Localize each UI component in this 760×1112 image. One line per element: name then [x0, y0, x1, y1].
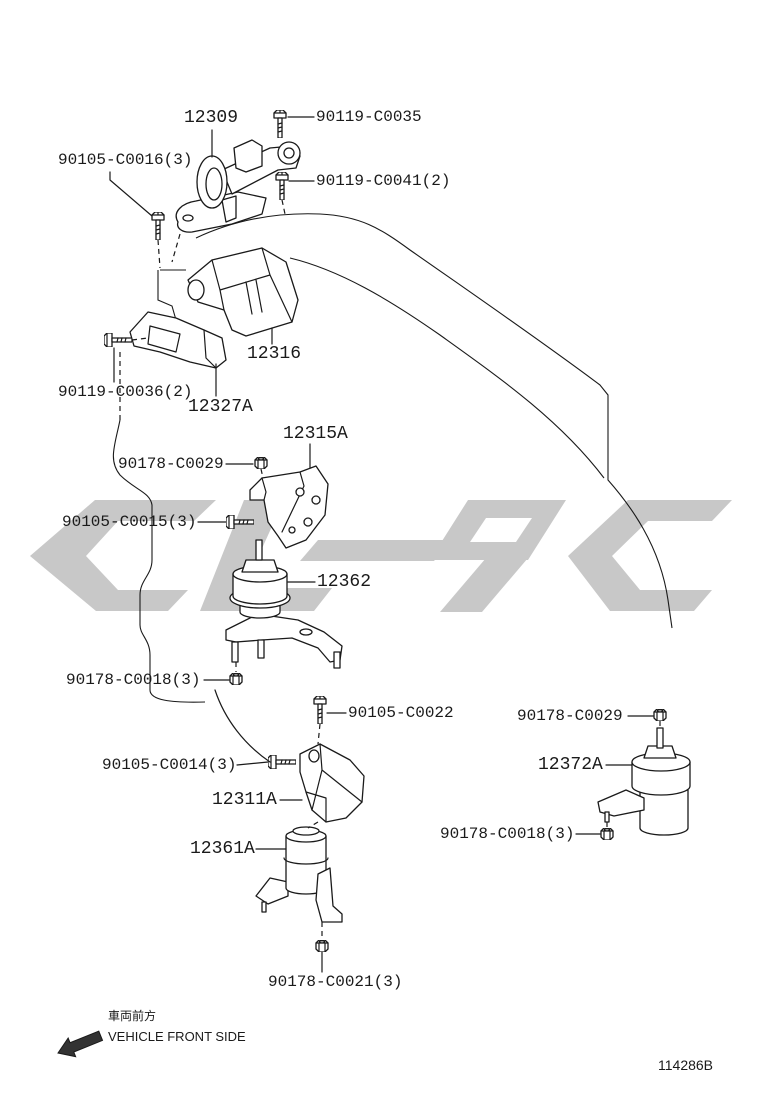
nut-90178-c0029-rear [653, 709, 667, 721]
part-number-90178-c0029: 90178-C0029 [118, 455, 224, 473]
bolt-90105-c0022 [313, 696, 327, 724]
watermark-shape [300, 540, 452, 561]
engine-mount-bracket-12316 [187, 247, 299, 337]
part-number-12372a: 12372A [538, 755, 603, 775]
part-number-90105-c0016: 90105-C0016(3) [58, 151, 193, 169]
part-number-90178-c0018: 90178-C0018(3) [66, 671, 201, 689]
mount-bracket-12327a [129, 311, 227, 369]
watermark-shape [568, 500, 732, 611]
engine-outline [112, 213, 673, 703]
bolt-90105-c0014 [268, 755, 296, 769]
illustration-id: 114286B [658, 1057, 714, 1073]
engine-mount-12362 [225, 539, 343, 669]
bolt-90105-c0016 [151, 212, 165, 240]
part-number-90105-c0014: 90105-C0014(3) [102, 756, 237, 774]
part-number-90178-c0018-rear: 90178-C0018(3) [440, 825, 575, 843]
leader-lines [109, 116, 654, 973]
part-number-12316: 12316 [247, 344, 302, 364]
assembly-lines [131, 199, 661, 940]
watermark-shape [430, 500, 566, 560]
part-number-90119-c0035: 90119-C0035 [316, 108, 422, 126]
bolt-90119-c0036 [104, 333, 132, 347]
part-number-12327a: 12327A [188, 397, 253, 417]
leader-line [109, 171, 153, 217]
leader-line [236, 761, 269, 766]
mount-bracket-12315a [249, 465, 329, 549]
nut-90178-c0018-rear [600, 828, 614, 840]
front-side-label-en: VEHICLE FRONT SIDE [108, 1029, 246, 1044]
nut-90178-c0029 [254, 457, 268, 469]
part-number-12315a: 12315A [283, 424, 348, 444]
nut-90178-c0021 [315, 940, 329, 952]
part-number-12311a: 12311A [212, 790, 277, 810]
bolt-90119-c0041 [275, 172, 289, 200]
part-number-90119-c0036: 90119-C0036(2) [58, 383, 193, 401]
part-number-12361a: 12361A [190, 839, 255, 859]
part-number-12362: 12362 [317, 572, 372, 592]
mount-bracket-12311a [299, 743, 365, 823]
engine-mount-12372a [597, 727, 691, 836]
part-number-12309: 12309 [184, 108, 239, 128]
watermark-shape [30, 500, 216, 611]
part-number-90178-c0029-rear: 90178-C0029 [517, 707, 623, 725]
part-number-90119-c0041: 90119-C0041(2) [316, 172, 451, 190]
part-number-90178-c0021: 90178-C0021(3) [268, 973, 403, 991]
fasteners [104, 110, 667, 952]
front-side-label-jp: 車両前方 [108, 1009, 157, 1023]
part-number-90105-c0022: 90105-C0022 [348, 704, 454, 722]
part-number-90105-c0015: 90105-C0015(3) [62, 513, 197, 531]
watermark-shape [440, 558, 528, 612]
bolt-90119-c0035 [273, 110, 287, 138]
torque-rod-12309 [175, 139, 301, 233]
nut-90178-c0018 [229, 673, 243, 685]
front-direction-arrow-icon [57, 1030, 104, 1058]
engine-mount-12361a [255, 826, 343, 923]
